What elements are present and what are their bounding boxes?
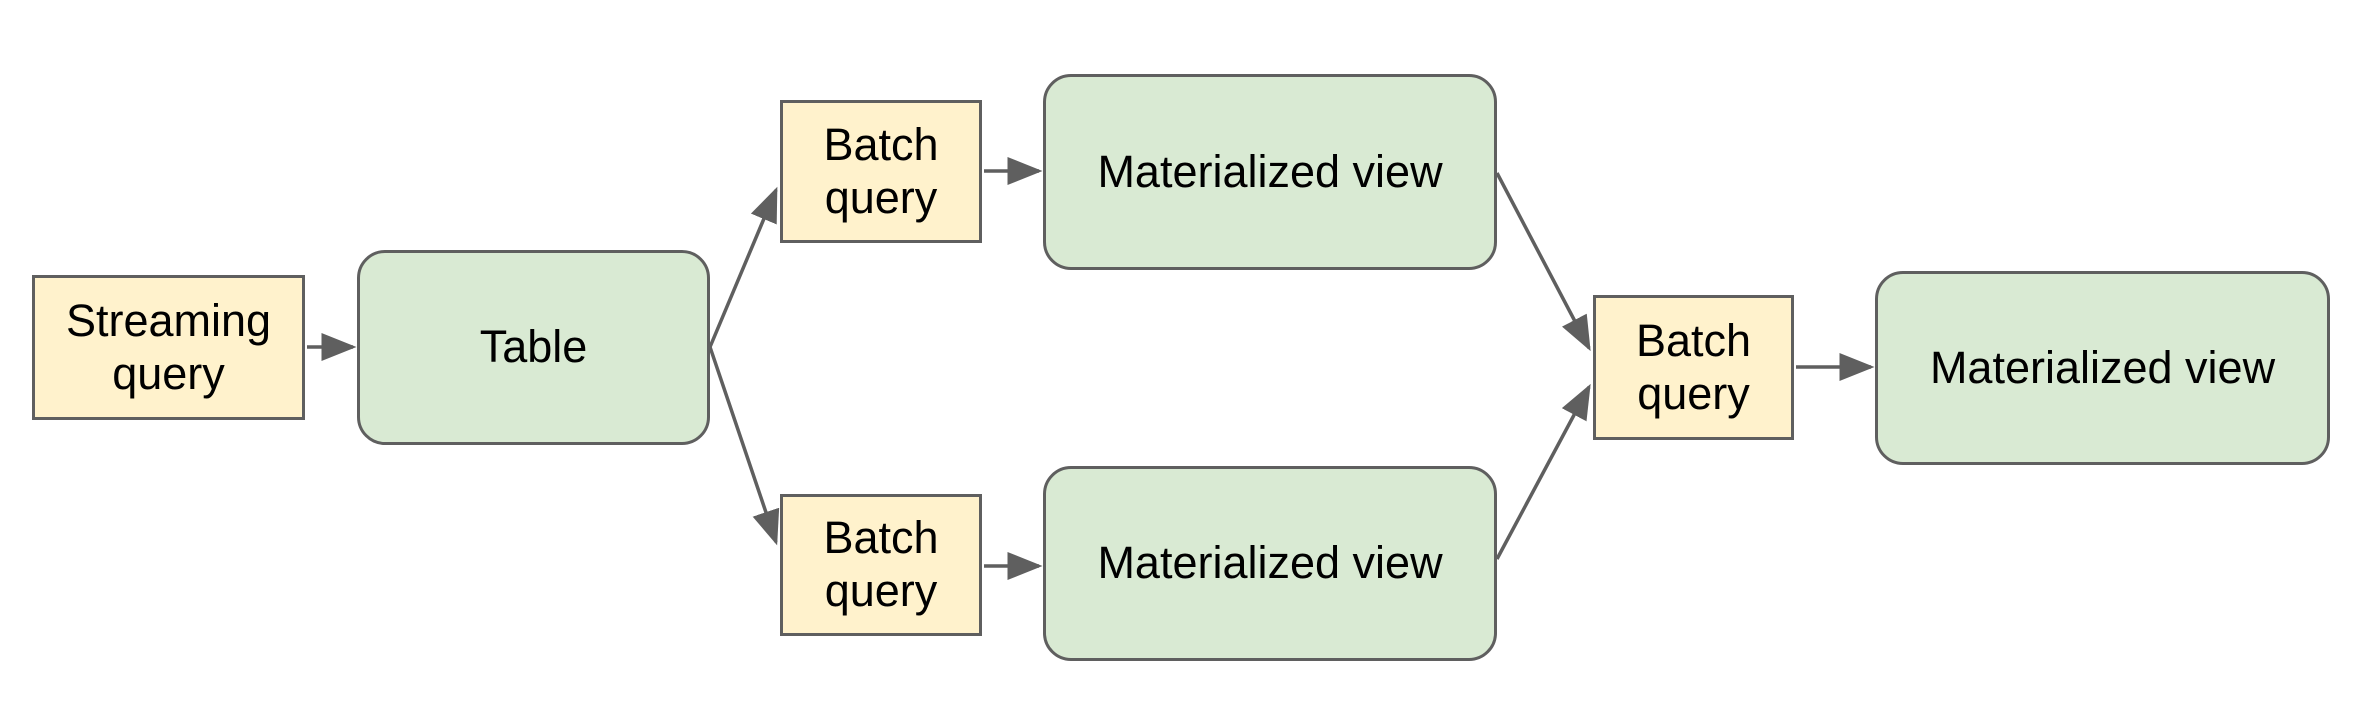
node-streaming-query: Streaming query — [32, 275, 305, 420]
node-label: Materialized view — [1929, 341, 2276, 393]
node-label: Materialized view — [1097, 145, 1443, 197]
node-materialized-view-top: Materialized view — [1043, 74, 1497, 270]
node-table: Table — [357, 250, 710, 445]
node-batch-query-top: Batch query — [780, 100, 982, 243]
node-materialized-view-final: Materialized view — [1875, 271, 2330, 465]
edge-mv-bottom-to-batch-right — [1495, 383, 1591, 560]
node-label: Table — [479, 321, 588, 373]
edge-table-to-batch-bottom — [708, 346, 780, 546]
edge-table-to-batch-top — [708, 186, 778, 348]
node-batch-query-right: Batch query — [1593, 295, 1794, 440]
node-label: Batch query — [823, 118, 939, 223]
edge-mv-top-to-batch-right — [1495, 172, 1591, 352]
node-label: Batch query — [823, 512, 939, 616]
node-label: Streaming query — [65, 294, 272, 399]
node-batch-query-bottom: Batch query — [780, 494, 982, 636]
node-label: Materialized view — [1097, 537, 1443, 589]
node-materialized-view-bottom: Materialized view — [1043, 466, 1497, 661]
node-label: Batch query — [1635, 314, 1752, 419]
